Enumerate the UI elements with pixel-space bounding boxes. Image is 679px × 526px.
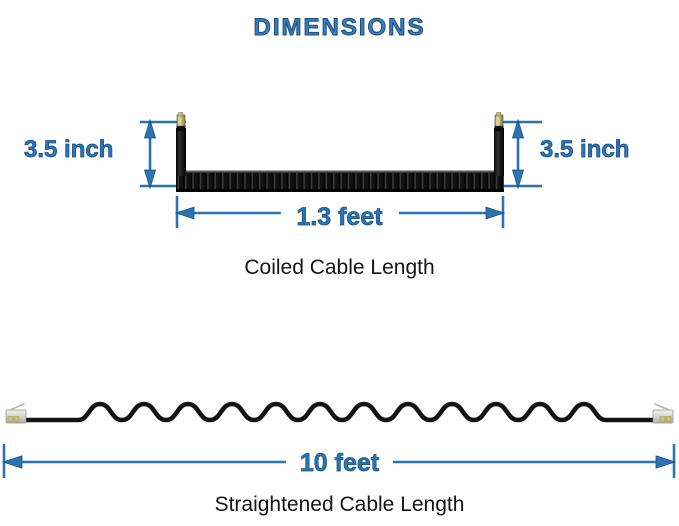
label-mask-width — [281, 200, 399, 228]
caption-coiled-cable: Coiled Cable Length — [244, 256, 435, 279]
caption-straightened-cable: Straightened Cable Length — [214, 493, 465, 516]
coiled-extension-lines — [140, 120, 542, 188]
dimension-arrow-height-left — [143, 118, 157, 190]
label-mask-length — [286, 448, 393, 476]
coiled-cable-illustration — [176, 112, 504, 192]
rj-connector-straight-right — [652, 403, 674, 424]
rj-connector-coiled-left — [176, 112, 186, 131]
dimension-label-length: 10 feet — [299, 449, 380, 478]
rj-connector-straight-left — [5, 403, 27, 424]
dimension-arrow-height-right — [511, 118, 525, 190]
page-title: Dimensions — [253, 5, 426, 44]
rj-connector-coiled-right — [494, 112, 504, 131]
dimension-label-height-right: 3.5 inch — [540, 136, 630, 164]
straightened-cable-illustration — [5, 401, 674, 424]
dimension-label-width: 1.3 feet — [296, 203, 383, 232]
dimension-label-height-left: 3.5 inch — [24, 136, 114, 164]
